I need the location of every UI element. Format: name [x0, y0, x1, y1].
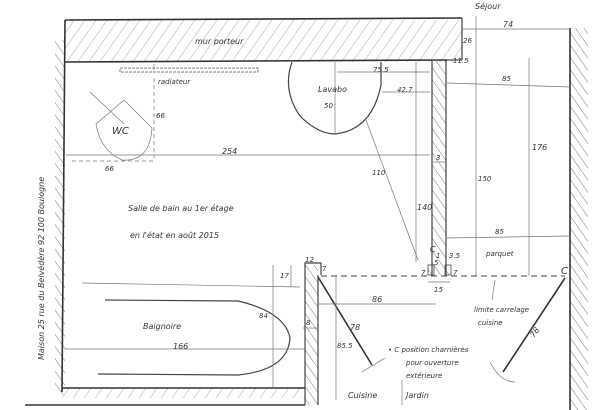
dim-tub-l: 166	[173, 342, 188, 351]
door-swing-kitchen	[303, 276, 436, 400]
dim-35: 3.5	[449, 252, 461, 260]
door-swing-corridor	[489, 277, 566, 383]
radiator-label: radiateur	[158, 78, 191, 86]
tile-limit-label: limite carrelage	[474, 306, 529, 314]
wc-label: WC	[112, 126, 129, 137]
dim-wc-h: 66	[105, 165, 114, 173]
dim-8: 8	[306, 319, 311, 327]
title-line1: Salle de bain au 1er étage	[128, 203, 234, 213]
room-sejour: Séjour	[475, 1, 501, 11]
dim-7c: 7	[453, 269, 458, 277]
dim-86: 86	[372, 295, 382, 304]
dim-5: 5	[434, 259, 439, 267]
dim-1: 1	[436, 252, 440, 260]
dim-corr-h2: 150	[478, 175, 492, 183]
bottom-wall	[25, 387, 305, 406]
dim-sejour-w: 74	[503, 20, 513, 29]
hinge-note-2: pour ouverture	[405, 359, 459, 367]
dim-partition-h: 140	[417, 203, 432, 212]
sink-label: Lavabo	[318, 85, 347, 94]
hinge-c1: C	[430, 245, 436, 254]
dim-7a: 7	[322, 265, 327, 273]
hinge-note-3: extérieure	[406, 372, 442, 380]
wall-label: mur porteur	[195, 37, 244, 46]
bathtub-label: Baignoire	[143, 322, 181, 331]
dim-wc-v: 66	[156, 112, 165, 120]
dim-corr-h: 176	[532, 143, 547, 152]
dim-room-w: 254	[222, 147, 237, 156]
dim-diag: 110	[372, 169, 386, 177]
room-cuisine: Cuisine	[348, 391, 377, 400]
address: Maison 25 rue du Belvédère 92 100 Boulog…	[36, 177, 46, 360]
dim-corr-w2: 85	[495, 228, 504, 236]
dim-gap: 3	[436, 154, 440, 162]
dim-stub: 26	[463, 37, 472, 45]
wc-fixture	[72, 91, 154, 162]
floor-label: parquet	[485, 250, 514, 258]
dim-855: 85.5	[337, 342, 353, 350]
sink-fixture	[287, 61, 430, 262]
dim-corr-w: 85	[502, 75, 511, 83]
dim-15: 15	[434, 286, 443, 294]
dim-12: 12	[305, 256, 314, 264]
dim-17: 17	[280, 272, 289, 280]
dim-sink-h: 50	[324, 102, 333, 110]
title-line2: en l'état en août 2015	[130, 230, 219, 240]
right-wall	[569, 28, 588, 410]
lower-partition	[304, 262, 322, 405]
dim-door1: 78	[350, 323, 360, 332]
dim-sink-d: 42.7	[397, 86, 413, 94]
dim-tub-w: 84	[259, 312, 268, 320]
hinge-note-1: • C position charnières	[388, 346, 469, 354]
hinge-c2: C	[561, 266, 568, 277]
radiator	[119, 64, 259, 158]
dim-door2: 78	[528, 326, 541, 340]
dim-stub2: 11.5	[453, 57, 469, 65]
corridor-dimensions	[446, 16, 571, 301]
bathtub-fixture	[65, 265, 305, 388]
dim-7b: 7	[421, 269, 426, 277]
dim-sink-w: 75.5	[373, 66, 389, 74]
partition-wall	[427, 60, 452, 276]
load-bearing-wall	[64, 17, 463, 63]
tile-limit-label2: cuisine	[478, 319, 503, 327]
left-wall	[55, 19, 66, 395]
room-jardin: Jardin	[404, 391, 429, 400]
